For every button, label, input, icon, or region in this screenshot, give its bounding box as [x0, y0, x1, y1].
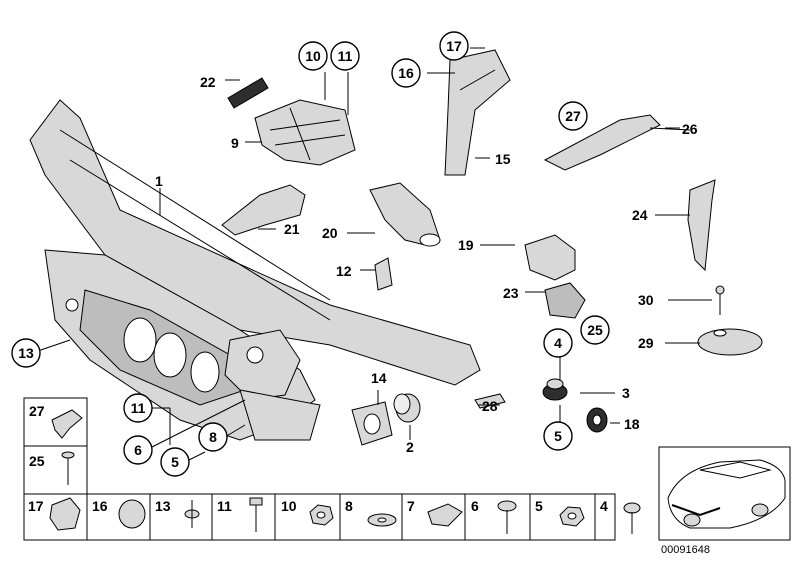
callout-11-bottom: 11 — [131, 400, 146, 416]
legend-row-8: 8 — [345, 498, 353, 514]
callout-6: 6 — [134, 442, 142, 458]
callout-8: 8 — [209, 429, 217, 445]
screw-icon — [61, 451, 75, 485]
callout-15: 15 — [495, 151, 511, 167]
legend-row-7: 7 — [407, 498, 415, 514]
washer-icon — [367, 513, 397, 527]
nut-icon — [309, 504, 334, 526]
callout-9: 9 — [231, 135, 239, 151]
callout-21: 21 — [284, 221, 300, 237]
callout-12: 12 — [336, 263, 352, 279]
car-icon — [667, 459, 786, 529]
shield-part-27 — [543, 114, 691, 171]
callout-20: 20 — [322, 225, 338, 241]
legend-row-16: 16 — [92, 498, 108, 514]
legend-row-13: 13 — [155, 498, 171, 514]
collar-screw-icon — [497, 500, 517, 534]
bushing-part-18 — [586, 407, 608, 433]
callout-28: 28 — [482, 398, 498, 414]
callout-4: 4 — [554, 335, 562, 351]
callout-19: 19 — [458, 237, 474, 253]
callout-26: 26 — [682, 121, 698, 137]
callout-30: 30 — [638, 292, 654, 308]
bracket-part-21 — [221, 184, 306, 236]
callout-10: 10 — [305, 48, 321, 64]
plug-part-2 — [393, 393, 421, 423]
callout-27: 27 — [565, 108, 581, 124]
bracket-part-14 — [351, 401, 393, 446]
legend-row-11: 11 — [217, 498, 232, 514]
legend-row-5: 5 — [535, 498, 543, 514]
housing-part-19 — [524, 234, 576, 281]
legend-col-27: 27 — [29, 403, 45, 419]
hex-nut-icon — [559, 506, 585, 527]
callout-3: 3 — [622, 385, 630, 401]
hardware-legend-column: 27 25 — [23, 397, 88, 495]
callout-13: 13 — [18, 345, 34, 361]
spring-nut-icon — [427, 503, 463, 527]
leader-lines — [31, 47, 712, 463]
clip-icon — [51, 409, 83, 439]
diagram-number: 00091648 — [661, 544, 710, 556]
duct-part-20 — [369, 182, 441, 247]
bolt-icon — [249, 497, 263, 532]
bracket-part-9 — [254, 99, 356, 166]
front-carrier-part — [29, 99, 481, 441]
callout-18: 18 — [624, 416, 640, 432]
mount-part-23 — [544, 282, 586, 319]
bracket-part-24 — [687, 179, 716, 272]
callout-22: 22 — [200, 74, 216, 90]
callout-11-top: 11 — [338, 48, 353, 64]
washer-part-29 — [697, 328, 763, 356]
bolt-part-30 — [715, 285, 725, 315]
vehicle-thumbnail — [658, 446, 791, 541]
callout-5-left: 5 — [171, 454, 179, 470]
bushing-part-3 — [542, 378, 568, 401]
callout-1: 1 — [155, 173, 163, 189]
callout-16: 16 — [398, 65, 414, 81]
air-duct-part-15 — [444, 49, 511, 176]
hardware-legend-row: 17 16 13 11 10 8 7 6 5 — [23, 493, 641, 541]
legend-row-6: 6 — [471, 498, 479, 514]
callout-24: 24 — [632, 207, 648, 223]
rubber-sleeve-part-22 — [227, 77, 269, 109]
callout-25: 25 — [587, 322, 603, 338]
rivet-icon — [184, 500, 200, 528]
callout-5-right: 5 — [554, 428, 562, 444]
legend-row-4: 4 — [600, 498, 608, 514]
legend-row-10: 10 — [281, 498, 297, 514]
clip-nut-icon — [49, 497, 81, 531]
carriage-bolt-icon — [623, 502, 641, 534]
callout-23: 23 — [503, 285, 519, 301]
callout-14: 14 — [371, 370, 387, 386]
callout-17: 17 — [446, 38, 462, 54]
legend-col-25: 25 — [29, 453, 45, 469]
callouts: 1 22 9 10 11 21 20 12 16 17 15 27 26 24 … — [11, 31, 698, 477]
callout-29: 29 — [638, 335, 654, 351]
callout-2: 2 — [406, 439, 414, 455]
grommet-icon — [118, 499, 146, 529]
legend-row-17: 17 — [28, 498, 44, 514]
bracket-part-12 — [374, 257, 393, 291]
